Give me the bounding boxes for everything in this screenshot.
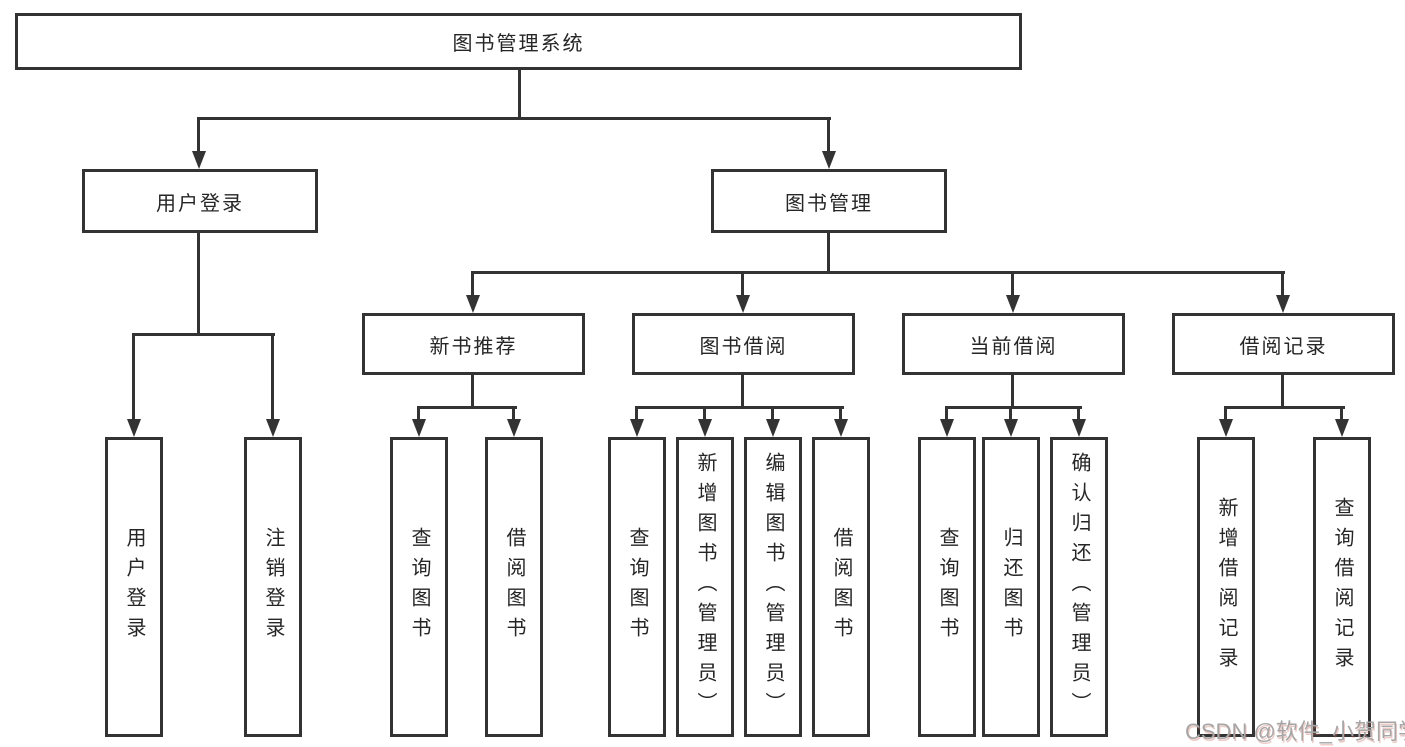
leaf-borrow-books-1-label: 借阅图书 — [503, 527, 525, 647]
connector-root-drop — [518, 70, 521, 119]
leaf-logout: 注销登录 — [244, 437, 302, 737]
arrowhead-leaf-add-book — [698, 419, 712, 437]
arrowhead-current-borrow — [1006, 295, 1020, 313]
leaf-return-book: 归还图书 — [982, 437, 1040, 737]
connector-to-leaf-return — [1009, 406, 1012, 421]
connector-to-leaf-borrow1 — [512, 406, 515, 421]
leaf-user-login-label: 用户登录 — [123, 527, 145, 647]
connector-to-book-borrow — [741, 271, 744, 297]
node-book-management-label: 图书管理 — [785, 192, 873, 215]
connector-to-book-management — [827, 117, 830, 153]
connector-to-leaf-query3 — [945, 406, 948, 421]
node-current-borrow: 当前借阅 — [902, 313, 1125, 375]
node-book-management: 图书管理 — [711, 169, 947, 233]
leaf-query-borrow-record: 查询借阅记录 — [1313, 437, 1371, 737]
connector-to-leaf-borrow2 — [839, 406, 842, 421]
leaf-query-books-3-label: 查询图书 — [936, 527, 958, 647]
connector-to-leaf-edit-book — [771, 406, 774, 421]
node-user-login-label: 用户登录 — [156, 192, 244, 215]
leaf-borrow-books-2: 借阅图书 — [812, 437, 870, 737]
connector-current-borrow-fork — [945, 406, 1082, 409]
arrowhead-leaf-borrow2 — [834, 419, 848, 437]
node-user-login: 用户登录 — [82, 169, 318, 233]
arrowhead-leaf-logout — [266, 419, 280, 437]
connector-to-leaf-query-record — [1340, 406, 1343, 421]
leaf-query-books-1-label: 查询图书 — [408, 527, 430, 647]
connector-to-leaf-query1 — [417, 406, 420, 421]
leaf-add-book-admin-label: 新增图书（管理员） — [694, 452, 716, 722]
node-root: 图书管理系统 — [15, 13, 1022, 70]
arrowhead-borrow-records — [1276, 295, 1290, 313]
connector-to-leaf-confirm-return — [1077, 406, 1080, 421]
connector-level3-fork — [471, 271, 1285, 274]
leaf-user-login: 用户登录 — [105, 437, 163, 737]
connector-book-borrow-fork — [635, 406, 844, 409]
node-current-borrow-label: 当前借阅 — [969, 335, 1058, 358]
arrowhead-leaf-query3 — [940, 419, 954, 437]
arrowhead-leaf-return — [1004, 419, 1018, 437]
connector-to-leaf-login — [132, 333, 135, 421]
node-new-book-recommend-label: 新书推荐 — [429, 335, 518, 358]
node-borrow-records-label: 借阅记录 — [1239, 335, 1328, 358]
arrowhead-leaf-borrow1 — [507, 419, 521, 437]
arrowhead-leaf-query-record — [1335, 419, 1349, 437]
arrowhead-leaf-edit-book — [766, 419, 780, 437]
connector-to-borrow-records — [1281, 271, 1284, 297]
leaf-add-borrow-record: 新增借阅记录 — [1197, 437, 1255, 737]
leaf-borrow-books-1: 借阅图书 — [485, 437, 543, 737]
node-borrow-records: 借阅记录 — [1172, 313, 1395, 375]
arrowhead-new-book — [466, 295, 480, 313]
node-root-label: 图书管理系统 — [452, 33, 585, 55]
arrowhead-leaf-query2 — [630, 419, 644, 437]
connector-book-management-drop — [827, 233, 830, 273]
arrowhead-leaf-query1 — [412, 419, 426, 437]
connector-current-borrow-drop — [1011, 375, 1014, 408]
leaf-query-books-3: 查询图书 — [918, 437, 976, 737]
node-new-book-recommend: 新书推荐 — [362, 313, 585, 375]
leaf-query-books-2: 查询图书 — [608, 437, 666, 737]
arrowhead-leaf-add-record — [1219, 419, 1233, 437]
connector-new-book-fork — [417, 406, 517, 409]
connector-book-borrow-drop — [741, 375, 744, 408]
node-book-borrow-label: 图书借阅 — [699, 335, 788, 358]
leaf-confirm-return-admin-label: 确认归还（管理员） — [1068, 452, 1090, 722]
leaf-borrow-books-2-label: 借阅图书 — [830, 527, 852, 647]
connector-user-login-fork — [132, 333, 275, 336]
connector-to-user-login — [197, 117, 200, 153]
leaf-query-books-2-label: 查询图书 — [626, 527, 648, 647]
node-book-borrow: 图书借阅 — [632, 313, 855, 375]
leaf-confirm-return-admin: 确认归还（管理员） — [1050, 437, 1108, 737]
arrowhead-book-management — [822, 151, 836, 169]
arrowhead-leaf-confirm-return — [1072, 419, 1086, 437]
leaf-edit-book-admin: 编辑图书（管理员） — [744, 437, 802, 737]
connector-user-login-drop — [197, 233, 200, 335]
connector-to-new-book — [471, 271, 474, 297]
leaf-query-borrow-record-label: 查询借阅记录 — [1331, 497, 1353, 677]
connector-to-leaf-query2 — [635, 406, 638, 421]
connector-borrow-records-drop — [1281, 375, 1284, 408]
arrowhead-leaf-login — [127, 419, 141, 437]
arrowhead-book-borrow — [736, 295, 750, 313]
connector-to-leaf-logout — [271, 333, 274, 421]
leaf-edit-book-admin-label: 编辑图书（管理员） — [762, 452, 784, 722]
connector-to-current-borrow — [1011, 271, 1014, 297]
leaf-query-books-1: 查询图书 — [390, 437, 448, 737]
leaf-return-book-label: 归还图书 — [1000, 527, 1022, 647]
watermark: CSDN @软件_小贺同学 — [1185, 719, 1405, 744]
connector-level2-fork — [197, 117, 831, 120]
leaf-add-borrow-record-label: 新增借阅记录 — [1215, 497, 1237, 677]
arrowhead-user-login — [192, 151, 206, 169]
connector-borrow-records-fork — [1224, 406, 1345, 409]
connector-new-book-drop — [471, 375, 474, 408]
leaf-logout-label: 注销登录 — [262, 527, 284, 647]
connector-to-leaf-add-book — [703, 406, 706, 421]
connector-to-leaf-add-record — [1224, 406, 1227, 421]
leaf-add-book-admin: 新增图书（管理员） — [676, 437, 734, 737]
